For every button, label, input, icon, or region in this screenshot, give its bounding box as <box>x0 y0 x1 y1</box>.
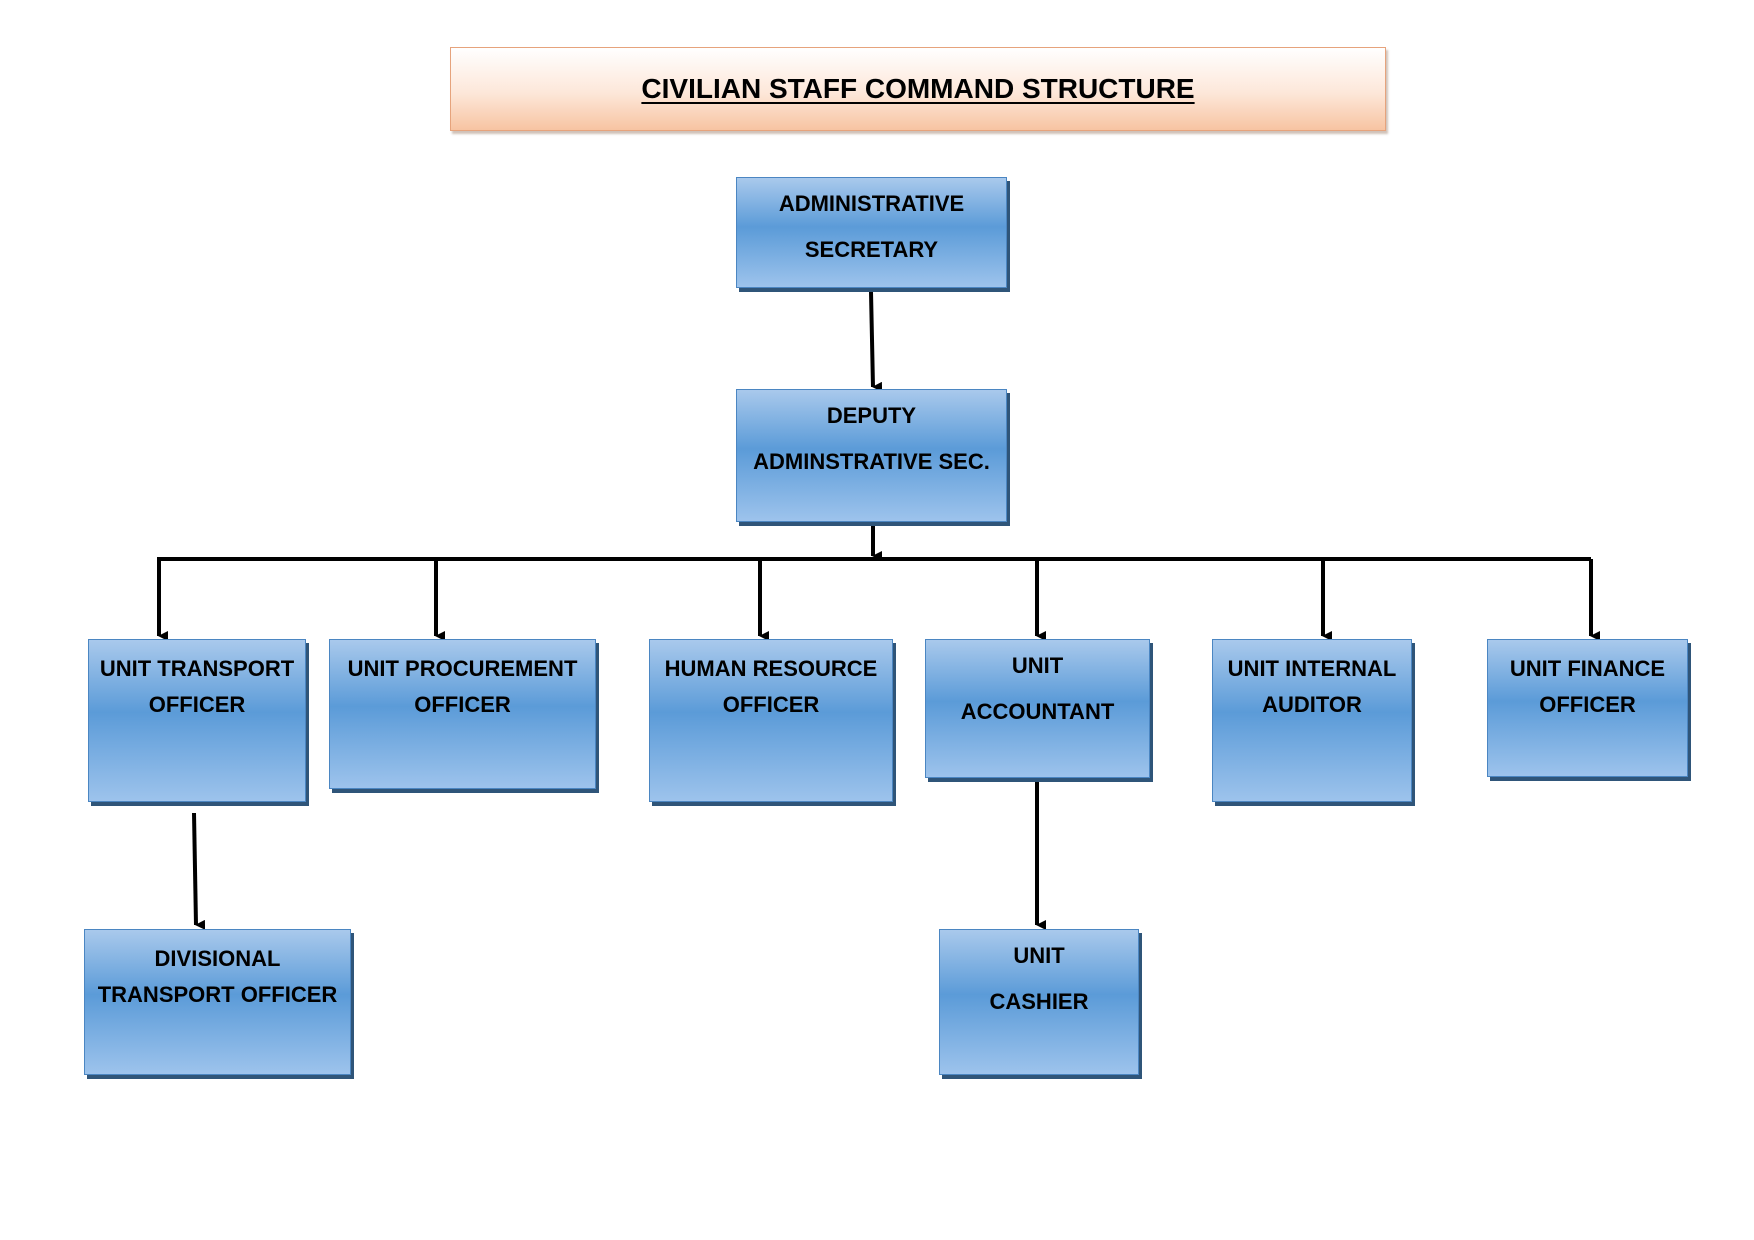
node-label-line2: OFFICER <box>148 692 246 717</box>
node-label-line1: UNIT INTERNAL <box>1227 656 1397 681</box>
node-label-line2: ACCOUNTANT <box>960 699 1115 724</box>
node-label-line2: OFFICER <box>1539 692 1636 717</box>
node-label-line1: UNIT TRANSPORT <box>99 656 295 681</box>
node-label-line1: UNIT FINANCE <box>1509 656 1666 681</box>
chart-title-box: CIVILIAN STAFF COMMAND STRUCTURE <box>450 47 1386 131</box>
node-label-line2: OFFICER <box>414 692 511 717</box>
node-unit-internal-auditor: UNIT INTERNAL AUDITOR <box>1212 639 1412 802</box>
node-label-line2: SECRETARY <box>804 237 939 262</box>
node-divisional-transport-officer: DIVISIONAL TRANSPORT OFFICER <box>84 929 351 1075</box>
node-label-line2: AUDITOR <box>1262 692 1362 717</box>
connector-transport-to-divisional <box>192 812 206 930</box>
node-label-line2: OFFICER <box>722 692 820 717</box>
node-unit-cashier: UNIT CASHIER <box>939 929 1139 1075</box>
node-label-line1: UNIT PROCUREMENT <box>347 656 578 681</box>
node-label-line2: TRANSPORT OFFICER <box>97 982 338 1007</box>
node-label-line2: CASHIER <box>989 989 1089 1014</box>
node-label-line1: DIVISIONAL <box>154 946 281 971</box>
node-label-line1: HUMAN RESOURCE <box>664 656 878 681</box>
node-administrative-secretary: ADMINISTRATIVE SECRETARY <box>736 177 1007 288</box>
node-label-line2: ADMINSTRATIVE SEC. <box>753 449 990 474</box>
node-label-line1: UNIT <box>1011 653 1064 678</box>
node-deputy-administrative-sec: DEPUTY ADMINSTRATIVE SEC. <box>736 389 1007 522</box>
connector-admin-to-deputy <box>869 291 883 392</box>
node-unit-procurement-officer: UNIT PROCUREMENT OFFICER <box>329 639 596 789</box>
node-unit-transport-officer: UNIT TRANSPORT OFFICER <box>88 639 306 802</box>
node-unit-accountant: UNIT ACCOUNTANT <box>925 639 1150 778</box>
node-unit-finance-officer: UNIT FINANCE OFFICER <box>1487 639 1688 777</box>
chart-title: CIVILIAN STAFF COMMAND STRUCTURE <box>641 73 1195 104</box>
node-label-line1: UNIT <box>1013 943 1065 968</box>
node-human-resource-officer: HUMAN RESOURCE OFFICER <box>649 639 893 802</box>
node-label-line1: ADMINISTRATIVE <box>778 191 965 216</box>
node-label-line1: DEPUTY <box>826 403 917 428</box>
